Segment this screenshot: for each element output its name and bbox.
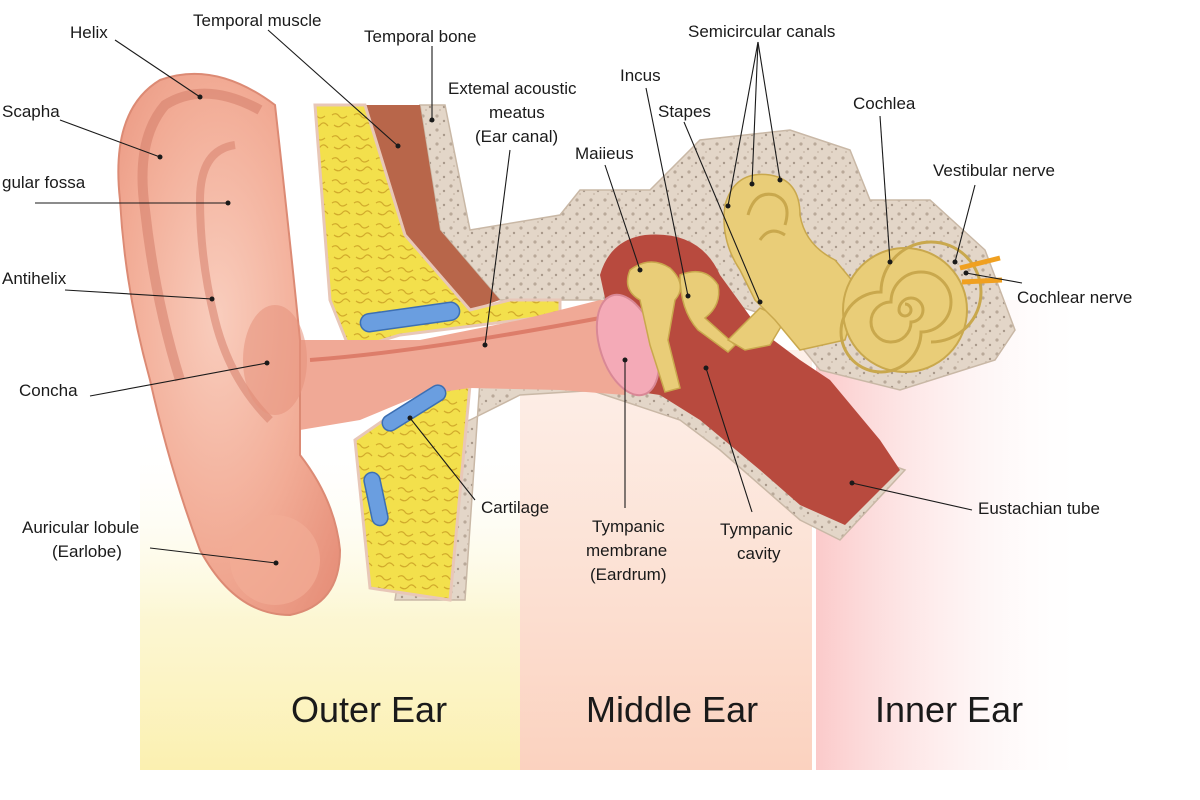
label-semicircular-canals: Semicircular canals <box>688 22 835 41</box>
cochlea-shape <box>842 247 968 373</box>
label-auricular-lobule-1: Auricular lobule <box>22 518 139 537</box>
upper-cartilage-shape <box>313 103 562 352</box>
label-cartilage: Cartilage <box>481 498 549 517</box>
concha-bowl <box>243 305 307 415</box>
vessel-lower-1 <box>381 384 447 432</box>
vessel-lower-2 <box>363 471 389 527</box>
label-stapes: Stapes <box>658 102 711 121</box>
label-concha: Concha <box>19 381 78 400</box>
malleus-shape <box>626 261 682 393</box>
label-tympanic-membrane-1: Tympanic <box>592 517 665 536</box>
semicircular-canals-shape <box>723 173 861 351</box>
label-temporal-muscle: Temporal muscle <box>193 11 322 30</box>
label-scapha: Scapha <box>2 102 60 121</box>
label-antihelix: Antihelix <box>2 269 67 288</box>
pinna-shape <box>117 72 342 617</box>
label-auricular-lobule-2: (Earlobe) <box>52 542 122 561</box>
label-incus: Incus <box>620 66 661 85</box>
label-eustachian-tube: Eustachian tube <box>978 499 1100 518</box>
helix-rim <box>137 88 263 382</box>
label-cochlea: Cochlea <box>853 94 916 113</box>
earlobe-shape <box>230 515 320 605</box>
label-tympanic-cavity-2: cavity <box>737 544 781 563</box>
label-triangular-fossa: gular fossa <box>2 173 86 192</box>
label-external-meatus-3: (Ear canal) <box>475 127 558 146</box>
temporal-muscle-shape <box>365 105 500 310</box>
cochlea-spiral <box>839 240 983 374</box>
nerve-shape <box>959 255 1003 285</box>
antihelix-fold <box>195 141 273 423</box>
incus-shape <box>679 270 737 353</box>
ear-canal-highlight <box>309 316 601 362</box>
label-temporal-bone: Temporal bone <box>364 27 476 46</box>
stapes-shape <box>726 307 787 351</box>
region-middle-ear: Middle Ear <box>586 689 758 730</box>
label-helix: Helix <box>70 23 108 42</box>
region-inner-ear: Inner Ear <box>875 689 1023 730</box>
label-tympanic-membrane-3: (Eardrum) <box>590 565 667 584</box>
label-external-meatus-1: Extemal acoustic <box>448 79 577 98</box>
region-outer-ear: Outer Ear <box>291 689 447 730</box>
canal-loops <box>746 192 789 241</box>
label-vestibular-nerve: Vestibular nerve <box>933 161 1055 180</box>
label-malleus: Maiieus <box>575 144 634 163</box>
ear-canal-shape <box>300 300 625 430</box>
label-cochlear-nerve: Cochlear nerve <box>1017 288 1132 307</box>
label-tympanic-cavity-1: Tympanic <box>720 520 793 539</box>
tympanic-cavity-shape <box>600 234 900 525</box>
leader-lines <box>35 29 1023 566</box>
label-external-meatus-2: meatus <box>489 103 545 122</box>
label-tympanic-membrane-2: membrane <box>586 541 667 560</box>
vessel-upper <box>359 301 461 333</box>
